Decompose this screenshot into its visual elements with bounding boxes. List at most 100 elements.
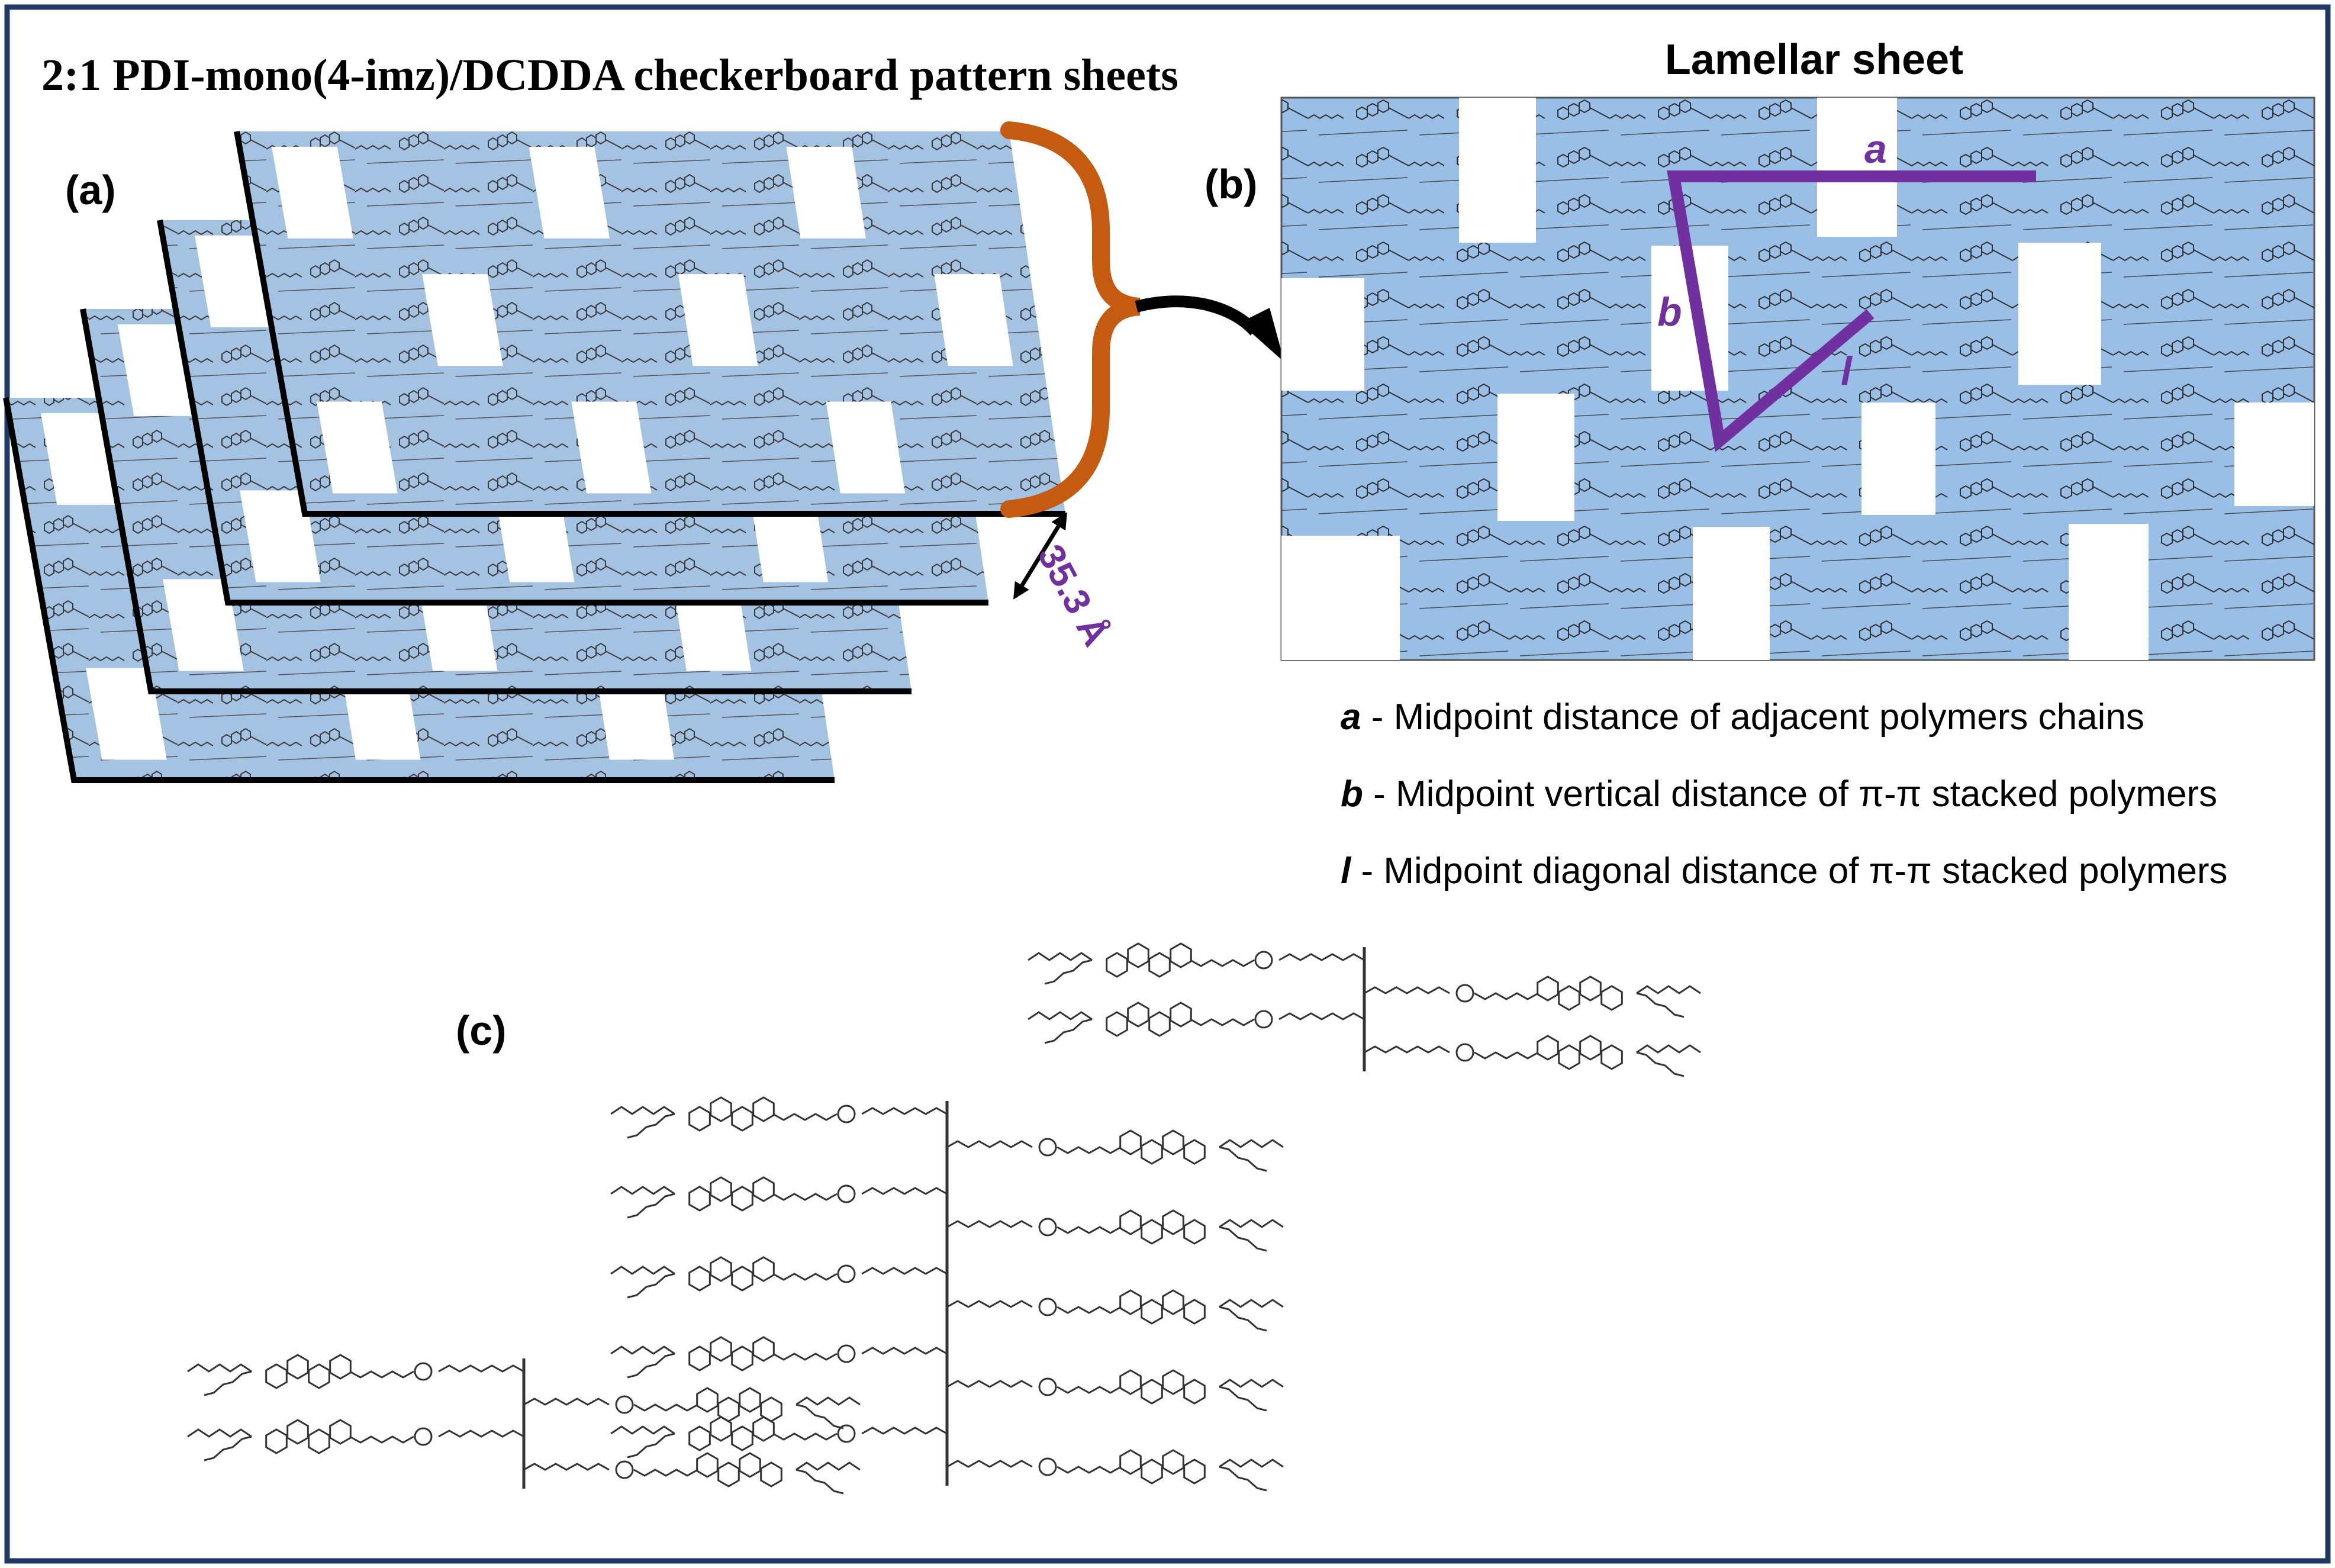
perylene-ring	[1162, 1449, 1184, 1475]
lattice-vectors	[1667, 170, 2036, 452]
linker-chain	[438, 1364, 524, 1373]
panel-b-legend: a - Midpoint distance of adjacent polyme…	[1341, 697, 2227, 891]
perylene-ring	[760, 1461, 782, 1487]
pdi-arm	[1364, 975, 1701, 1018]
alkyl-tail	[1028, 1011, 1093, 1020]
spacer-chain	[1190, 1018, 1255, 1026]
lamellar-void	[2018, 243, 2101, 385]
imidazole-ring	[414, 1427, 433, 1446]
alkyl-tail	[795, 1461, 861, 1471]
alkyl-tail	[1219, 1299, 1284, 1308]
pdi-arm	[1028, 942, 1365, 985]
sheet-void	[86, 668, 167, 760]
perylene-ring	[1170, 1002, 1192, 1028]
alkyl-tail	[1219, 1458, 1284, 1468]
perylene-ring	[1183, 1379, 1206, 1405]
panel-b-label: (b)	[1204, 161, 1257, 207]
perylene-ring	[710, 1416, 732, 1442]
alkyl-branch	[204, 1435, 252, 1461]
spacer-chain	[633, 1403, 698, 1412]
pdi-arm	[1028, 1002, 1365, 1044]
spacer-chain	[1057, 1146, 1122, 1154]
sheet-void	[529, 146, 610, 239]
perylene-ring	[710, 1176, 732, 1202]
alkyl-branch	[627, 1353, 675, 1379]
linker-chain	[523, 1463, 610, 1471]
sheet-void	[422, 274, 503, 366]
perylene-ring	[696, 1452, 719, 1478]
perylene-ring	[265, 1428, 288, 1454]
perylene-ring	[265, 1363, 288, 1389]
perylene-ring	[1579, 1035, 1602, 1061]
alkyl-tail	[795, 1396, 861, 1406]
perylene-ring	[1600, 1044, 1623, 1070]
spacer-chain	[1057, 1466, 1122, 1474]
alkyl-branch	[204, 1370, 252, 1396]
sheet-void	[826, 401, 906, 494]
sheet-void	[117, 324, 199, 416]
pdi-arm	[946, 1369, 1284, 1412]
sheet-void	[934, 274, 1013, 366]
perylene-ring	[739, 1387, 761, 1413]
linker-chain	[946, 1380, 1033, 1388]
panel-c: (c)	[187, 942, 1701, 1495]
legend-item-l: l - Midpoint diagonal distance of π-π st…	[1341, 851, 2227, 891]
perylene-ring	[1119, 1289, 1142, 1315]
panel-b: Lamellar sheet (b) a b l a - Midpoint di…	[1204, 36, 2315, 891]
spacer-chain	[1190, 959, 1255, 967]
alkyl-branch	[1636, 1051, 1685, 1077]
imidazole-ring	[837, 1424, 856, 1443]
pdi-arm	[946, 1289, 1284, 1332]
perylene-ring	[752, 1336, 775, 1362]
panel-a: 2:1 PDI-mono(4-imz)/DCDDA checkerboard p…	[3, 50, 1284, 783]
perylene-ring	[1127, 942, 1149, 968]
alkyl-branch	[1219, 1146, 1267, 1172]
imidazole-ring	[837, 1264, 856, 1283]
imidazole-ring	[1455, 1043, 1474, 1062]
perylene-ring	[688, 1266, 711, 1292]
perylene-ring	[1183, 1139, 1206, 1165]
imidazole-ring	[615, 1395, 634, 1414]
perylene-ring	[1119, 1209, 1142, 1235]
perylene-ring	[329, 1419, 352, 1445]
pdi-arm	[946, 1129, 1284, 1172]
imidazole-ring	[414, 1362, 433, 1381]
alkyl-branch	[1219, 1226, 1267, 1252]
alkyl-tail	[1219, 1139, 1284, 1148]
alkyl-tail	[610, 1266, 675, 1275]
sheet-edge	[234, 131, 1065, 517]
perylene-ring	[710, 1256, 732, 1282]
imidazole-ring	[615, 1460, 634, 1479]
alkyl-tail	[1028, 952, 1093, 961]
perylene-ring	[1119, 1449, 1142, 1475]
vector-l-label: l	[1841, 349, 1853, 394]
imidazole-ring	[1038, 1138, 1057, 1157]
imidazole-ring	[1038, 1218, 1057, 1237]
pdi-arm	[187, 1419, 524, 1461]
perylene-ring	[688, 1425, 711, 1451]
imidazole-ring	[837, 1344, 856, 1363]
alkyl-branch	[1044, 1018, 1093, 1044]
alkyl-branch	[627, 1432, 675, 1458]
perylene-ring	[752, 1256, 775, 1282]
alkyl-tail	[187, 1363, 252, 1373]
perylene-ring	[688, 1345, 711, 1371]
lamellar-void	[1459, 98, 1536, 243]
alkyl-tail	[1219, 1219, 1284, 1228]
alkyl-tail	[1636, 1044, 1701, 1054]
linker-chain	[1364, 986, 1450, 994]
perylene-ring	[1119, 1129, 1142, 1155]
polymer-structure	[187, 942, 1701, 1495]
imidazole-ring	[1038, 1457, 1057, 1476]
imidazole-ring	[1038, 1297, 1057, 1316]
to-lamellar-arrowhead	[1240, 308, 1284, 362]
perylene-ring	[1170, 942, 1192, 968]
lamellar-void	[1497, 394, 1574, 521]
alkyl-tail	[610, 1345, 675, 1355]
perylene-ring	[1183, 1458, 1206, 1485]
lamellar-void	[1817, 98, 1897, 237]
perylene-ring	[1183, 1219, 1206, 1245]
linker-chain	[946, 1300, 1033, 1308]
perylene-ring	[1579, 975, 1602, 1002]
spacer-chain	[1474, 992, 1539, 1000]
